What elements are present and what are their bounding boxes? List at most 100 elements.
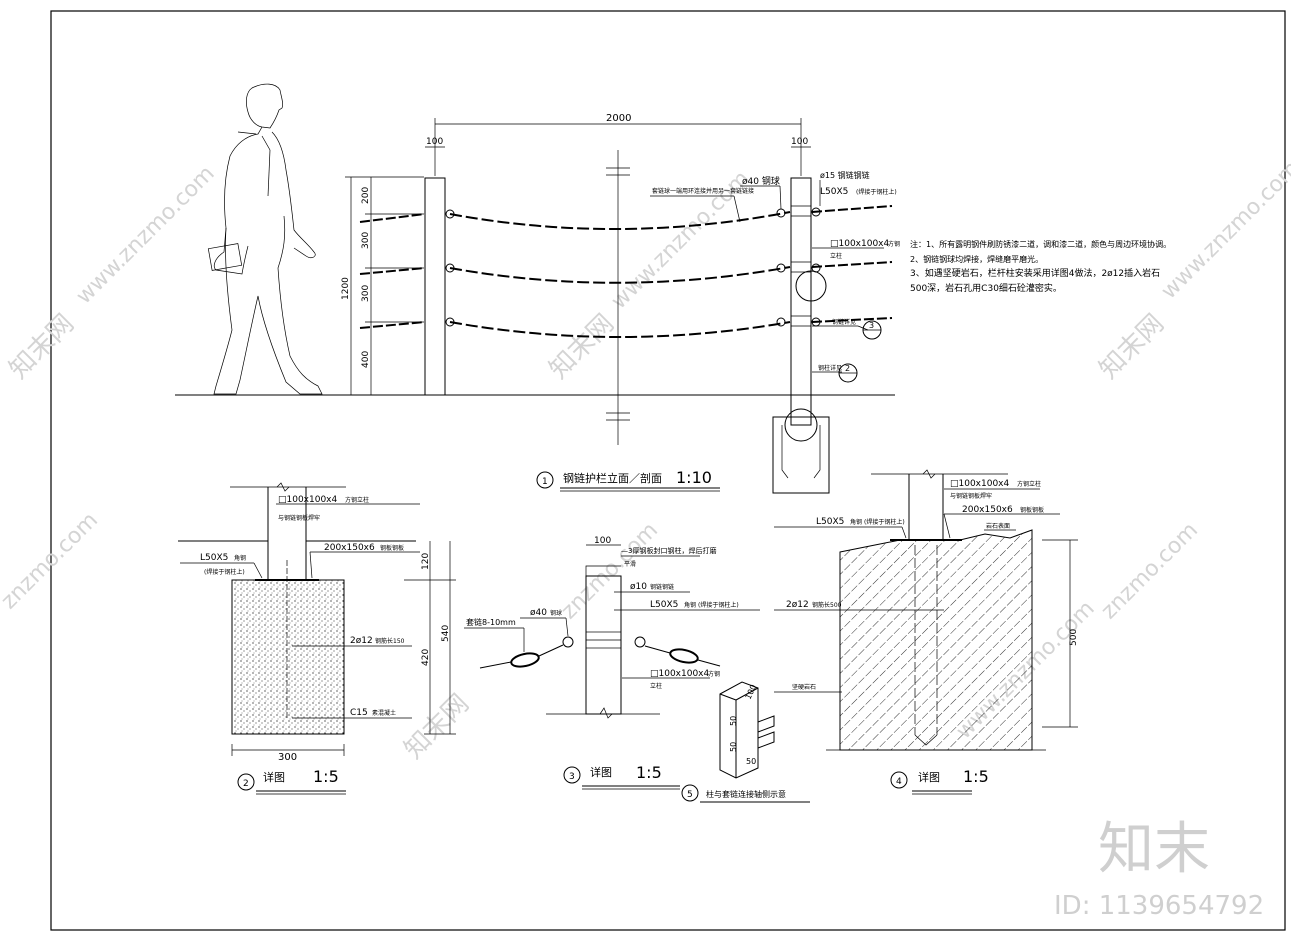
d2-label-plate: 200x150x6	[324, 543, 375, 553]
watermark-url: www.znzmo.com	[72, 161, 220, 309]
title-main-name: 钢链护栏立面／剖面	[563, 471, 662, 485]
d4-label-post-note2: 与钢链钢板焊牢	[950, 492, 992, 500]
d2-label-concrete-note: 素混凝土	[372, 709, 396, 717]
d2-label-l50-note2: (焊接于钢柱上)	[204, 568, 245, 576]
callout-3: 3	[869, 321, 874, 330]
dim-span: 2000	[606, 113, 631, 124]
dim-v3: 300	[361, 285, 371, 302]
d4-dim-depth: 500	[1069, 629, 1079, 646]
dim-post-left: 100	[426, 137, 443, 147]
d3-label-post-note: 方钢	[708, 670, 720, 678]
d3-label-l50: L50X5	[650, 600, 678, 610]
d4-title-num: 4	[896, 777, 902, 787]
brand-mark: 知末 ID: 1139654792	[1054, 817, 1264, 921]
d2-dim-width: 300	[278, 752, 297, 763]
post-left	[424, 177, 446, 396]
label-l50-note: (焊接于钢柱上)	[856, 188, 897, 196]
label-post-note2: 立柱	[830, 252, 842, 260]
d3-label-phi40-note: 钢球	[550, 609, 562, 617]
d4-title-name: 详图	[918, 770, 940, 784]
dim-post-right: 100	[791, 137, 808, 147]
d4-label-bar: 2ø12	[786, 600, 809, 610]
chain-link	[510, 652, 540, 668]
d2-label-concrete: C15	[350, 708, 368, 718]
elevation-drawing: 2000 100 100 1200 200 300 300 400 套链球一端用…	[175, 83, 900, 494]
dim-total-height: 1200	[341, 277, 351, 300]
chain-rows	[359, 205, 893, 338]
title-main-num: 1	[542, 477, 548, 487]
d3-label-phi10-note: 钢链钢链	[650, 583, 674, 591]
chain-link	[669, 648, 699, 664]
d4-label-l50-note: 角钢	[850, 518, 862, 526]
d3-label-cap2: 平滑	[624, 560, 636, 568]
note-line-2: 2、钢链钢球均焊接，焊缝磨平磨光。	[910, 254, 1043, 264]
post-right	[790, 177, 812, 396]
detail-2: □100x100x4 方钢立柱 与钢链钢板焊牢 L50X5 角钢 (焊接于钢柱上…	[178, 482, 456, 795]
label-post: □100x100x4	[830, 239, 890, 249]
d2-label-bar: 2ø12	[350, 636, 373, 646]
d2-label-bar-note: 钢筋长150	[375, 637, 405, 645]
d2-label-post: □100x100x4	[278, 495, 338, 505]
dim-v2: 300	[361, 232, 371, 249]
d3-label-chain: 套链8-10mm	[466, 617, 516, 627]
d5-dim-c: 50	[729, 742, 738, 752]
d4-label-plate-note: 钢板钢板	[1020, 506, 1044, 514]
brand-id: ID: 1139654792	[1054, 891, 1264, 921]
label-post-note: 方钢	[888, 240, 900, 248]
watermark-site: 知末网	[4, 309, 80, 385]
note-line-4: 500深，岩石孔用C30细石砼灌密实。	[910, 282, 1062, 294]
label-callout3-note: 钢链详见	[832, 318, 856, 326]
detail-5: 100 50 50 50 5 柱与套链连接轴侧示意	[681, 681, 810, 803]
title-main-scale: 1:10	[676, 468, 712, 487]
d5-dim-b: 50	[729, 716, 738, 726]
d4-title-scale: 1:5	[963, 767, 989, 786]
watermark-site: 知末网	[1094, 309, 1170, 385]
d3-title-scale: 1:5	[636, 763, 662, 782]
d5-title-num: 5	[687, 790, 693, 800]
watermark-site: 知末网	[544, 309, 620, 385]
d4-label-post-note: 方钢立柱	[1017, 480, 1041, 488]
detail-4: □100x100x4 方钢立柱 与钢链钢板焊牢 L50X5 角钢 (焊接于钢柱上…	[774, 469, 1079, 795]
label-chain-note: 套链球一端用环连接并用另一套链链接	[652, 187, 754, 195]
brand-name: 知末	[1098, 817, 1210, 882]
d3-label-phi10: ø10	[630, 582, 647, 592]
dim-v1: 200	[361, 187, 371, 204]
d2-dim-mid: 420	[421, 649, 431, 666]
d3-title-num: 3	[569, 772, 575, 782]
watermark-domain: znzmo.com	[557, 518, 663, 624]
d3-label-post-note2: 立柱	[650, 682, 662, 690]
footing-block	[772, 416, 830, 494]
d2-label-l50-note: 角钢	[234, 554, 246, 562]
watermark-site: 知末网	[399, 689, 475, 765]
d4-label-l50: L50X5	[816, 517, 844, 527]
d2-dim-top: 120	[421, 553, 431, 570]
label-l50: L50X5	[820, 187, 848, 197]
human-figure	[207, 83, 323, 395]
watermark-url: www.znzmo.com	[1157, 156, 1291, 304]
watermark-domain: znzmo.com	[1097, 518, 1203, 624]
note-line-3: 3、如遇坚硬岩石，栏杆柱安装采用详图4做法，2ø12插入岩石	[910, 267, 1160, 279]
d3-label-l50-note: 角钢	[684, 601, 696, 609]
d2-dim-total: 540	[441, 625, 451, 642]
d5-title-name: 柱与套链连接轴侧示意	[706, 789, 786, 799]
d2-title-num: 2	[243, 779, 249, 789]
d2-title-name: 详图	[263, 770, 285, 784]
d4-label-post: □100x100x4	[950, 479, 1010, 489]
callout-2: 2	[845, 364, 850, 373]
note-line-1: 注：1、所有露明钢件刷防锈漆二道，调和漆二道，颜色与周边环境协调。	[910, 239, 1171, 249]
d4-label-bar-note: 钢筋长500	[812, 601, 842, 609]
sheet-border	[50, 10, 1286, 931]
label-callout2-note: 钢柱详见	[818, 364, 842, 372]
notes-block: 注：1、所有露明钢件刷防锈漆二道，调和漆二道，颜色与周边环境协调。 2、钢链钢球…	[910, 239, 1171, 294]
d4-label-l50-note2: (焊接于钢柱上)	[864, 518, 905, 526]
label-phi15: ø15 钢链钢链	[820, 170, 870, 180]
dim-v4: 400	[361, 351, 371, 368]
d2-label-plate-note: 钢板钢板	[380, 544, 404, 552]
d4-label-plate: 200x150x6	[962, 505, 1013, 515]
d3-label-cap: —3厚钢板封口钢柱，焊后打磨	[621, 546, 716, 555]
d5-dim-a: 100	[744, 683, 759, 701]
d3-label-l50-note2: (焊接于钢柱上)	[698, 601, 739, 609]
d2-label-l50: L50X5	[200, 553, 228, 563]
d3-label-post: □100x100x4	[650, 669, 710, 679]
d5-dim-d: 50	[746, 757, 756, 766]
